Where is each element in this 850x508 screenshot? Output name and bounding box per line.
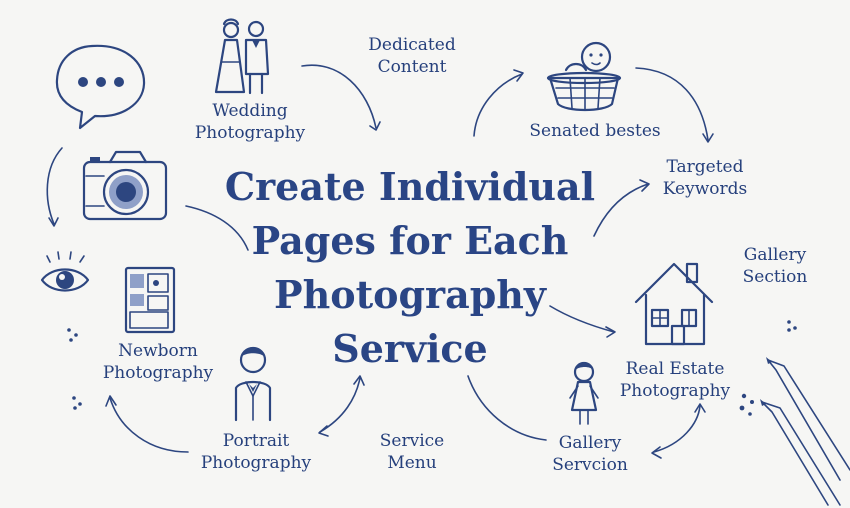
node-label: Dedicated <box>368 35 456 55</box>
house-icon <box>634 262 714 346</box>
arrow-basket-to-keywords <box>635 67 709 141</box>
node-gallery-servcion: Gallery Servcion <box>540 432 640 476</box>
couple-icon <box>214 18 270 95</box>
node-label: Service <box>379 431 445 451</box>
node-label: Portrait <box>222 431 290 451</box>
node-label: Senated bestes <box>529 121 661 141</box>
node-label: Gallery <box>743 245 807 265</box>
node-label: Servcion <box>552 455 628 475</box>
title-line: Photography <box>274 272 546 317</box>
node-dedicated-content: Dedicated Content <box>352 34 472 78</box>
node-label: Photography <box>194 123 306 143</box>
eye-icon <box>40 251 90 292</box>
node-service-menu: Service Menu <box>362 430 462 474</box>
node-label: Wedding <box>212 101 288 121</box>
arrow-to-keywords <box>593 183 649 237</box>
decorative-dots <box>67 320 797 416</box>
arrow-bubble-to-eye <box>46 147 63 225</box>
node-gallery-section: Gallery Section <box>720 244 830 288</box>
node-label: Keywords <box>662 179 748 199</box>
camera-icon <box>82 150 168 221</box>
node-real-estate-photography: Real Estate Photography <box>610 358 740 402</box>
node-label: Gallery <box>558 433 622 453</box>
arrow-center-to-gallery <box>467 375 547 441</box>
title-line: Create Individual <box>224 164 596 209</box>
title-line: Pages for Each <box>251 218 569 263</box>
girl-icon <box>569 361 599 425</box>
node-newborn-photography: Newborn Photography <box>98 340 218 384</box>
photo-collage-icon <box>124 266 176 334</box>
arrow-wedding-to-center <box>301 64 377 129</box>
arrow-center-to-house <box>549 305 615 333</box>
pencils-icon <box>760 357 850 506</box>
speech-bubble-icon <box>55 44 146 130</box>
node-targeted-keywords: Targeted Keywords <box>645 156 765 200</box>
connector-arrows <box>46 64 714 459</box>
node-wedding-photography: Wedding Photography <box>190 100 310 144</box>
node-label: Newborn <box>118 341 198 361</box>
node-senated-bestes: Senated bestes <box>520 120 670 142</box>
node-label: Content <box>377 57 447 77</box>
arrow-portrait-to-center <box>319 377 361 433</box>
node-label: Photography <box>619 381 731 401</box>
node-label: Real Estate <box>625 359 725 379</box>
node-label: Menu <box>387 453 437 473</box>
node-portrait-photography: Portrait Photography <box>196 430 316 474</box>
arrow-portrait-to-newborn <box>109 397 189 453</box>
node-label: Photography <box>200 453 312 473</box>
arrow-to-basket <box>473 73 523 137</box>
baby-basket-icon <box>546 41 622 112</box>
arrow-gallery-to-realestate <box>653 405 701 453</box>
node-label: Photography <box>102 363 214 383</box>
title-line: Service <box>332 326 488 371</box>
arrow-camera-to-center <box>185 205 249 251</box>
central-title: Create Individual Pages for Each Photogr… <box>210 160 610 376</box>
node-label: Section <box>742 267 808 287</box>
node-label: Targeted <box>666 157 744 177</box>
man-portrait-icon <box>234 346 272 422</box>
